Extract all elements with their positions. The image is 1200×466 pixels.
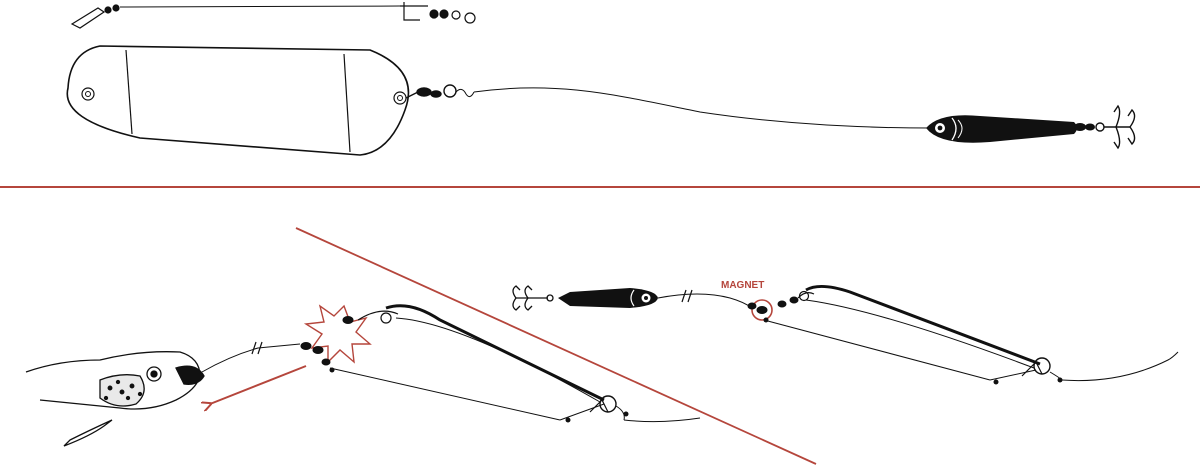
swivel-icon xyxy=(300,316,354,366)
top-panel xyxy=(66,2,1136,156)
treble-hook-icon xyxy=(1095,104,1136,150)
swivel-icon xyxy=(429,9,439,19)
split-ring-icon xyxy=(763,317,1063,385)
magnet-label: MAGNET xyxy=(721,280,764,291)
snap-clip-icon xyxy=(70,7,106,29)
split-ring-icon xyxy=(443,84,457,98)
trout-head-icon xyxy=(25,351,205,447)
bottom-panel: MAGNET xyxy=(25,227,1179,465)
swivel-icon xyxy=(104,6,112,14)
direction-arrow-icon xyxy=(210,365,307,404)
diagonal-separator xyxy=(295,227,817,465)
swivel-icon xyxy=(747,296,799,314)
leader-line xyxy=(473,87,931,129)
snap-clip-icon xyxy=(403,2,420,21)
swivel-icon xyxy=(1074,123,1095,131)
swivel-chain xyxy=(405,84,475,99)
fish-leader-line xyxy=(201,343,301,373)
release-rig-right xyxy=(763,285,1179,382)
treble-hook-icon xyxy=(512,285,554,311)
line-break-marker xyxy=(681,289,693,303)
lure-leader-line xyxy=(657,293,753,309)
dodger-flasher-icon xyxy=(66,45,410,156)
magnet-marker xyxy=(751,299,773,321)
line-break-marker xyxy=(251,341,263,355)
split-ring-icon xyxy=(329,367,629,423)
release-rig-left xyxy=(329,304,701,423)
spoon-lure-icon xyxy=(926,115,1077,143)
spoon-lure-icon xyxy=(558,288,658,308)
snap-leader xyxy=(70,2,476,29)
swivel-icon xyxy=(416,87,432,97)
